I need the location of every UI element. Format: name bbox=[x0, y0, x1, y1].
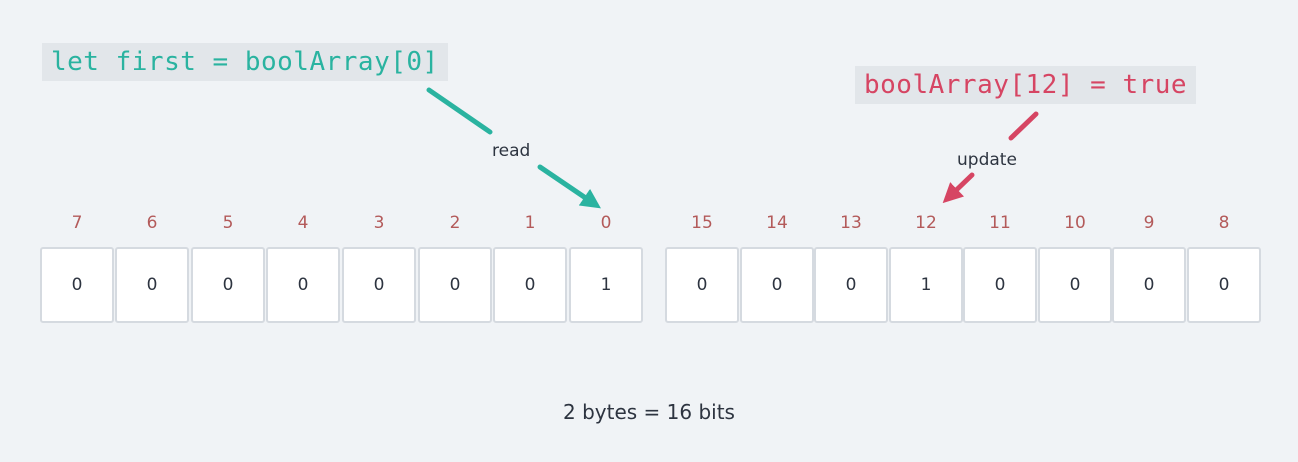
bit-cell: 0 bbox=[493, 247, 567, 323]
bit-cell: 0 bbox=[1038, 247, 1112, 323]
bit-index: 6 bbox=[146, 213, 158, 233]
read-code-snippet: let first = boolArray[0] bbox=[42, 43, 448, 81]
bit-index: 9 bbox=[1143, 213, 1155, 233]
bit-cell: 0 bbox=[814, 247, 888, 323]
bit-index: 1 bbox=[524, 213, 536, 233]
read-arrow-tail bbox=[426, 87, 493, 135]
bit-cell: 0 bbox=[963, 247, 1037, 323]
bit-index: 3 bbox=[373, 213, 385, 233]
bit-index: 0 bbox=[600, 213, 612, 233]
update-arrow-tail bbox=[1008, 111, 1039, 141]
bit-cell: 0 bbox=[418, 247, 492, 323]
bit-index: 12 bbox=[915, 213, 937, 233]
bit-cell: 0 bbox=[665, 247, 739, 323]
bit-index: 13 bbox=[840, 213, 862, 233]
bit-cell: 0 bbox=[1112, 247, 1186, 323]
bit-index: 5 bbox=[222, 213, 234, 233]
bit-cell: 0 bbox=[342, 247, 416, 323]
bit-cell: 1 bbox=[889, 247, 963, 323]
read-label: read bbox=[492, 141, 531, 161]
bit-cell: 0 bbox=[40, 247, 114, 323]
bit-index: 8 bbox=[1218, 213, 1230, 233]
bit-cell: 0 bbox=[115, 247, 189, 323]
bit-cell: 0 bbox=[191, 247, 265, 323]
bit-index: 15 bbox=[691, 213, 713, 233]
bit-index: 11 bbox=[989, 213, 1011, 233]
bit-index: 7 bbox=[71, 213, 83, 233]
bit-cell: 0 bbox=[266, 247, 340, 323]
bit-index: 4 bbox=[297, 213, 309, 233]
bit-cell: 0 bbox=[1187, 247, 1261, 323]
bit-cell: 0 bbox=[740, 247, 814, 323]
bit-index: 2 bbox=[449, 213, 461, 233]
update-code-snippet: boolArray[12] = true bbox=[855, 66, 1197, 104]
read-arrow bbox=[537, 164, 601, 209]
update-arrow bbox=[942, 172, 975, 204]
bit-cell: 1 bbox=[569, 247, 643, 323]
bit-index: 14 bbox=[766, 213, 788, 233]
caption: 2 bytes = 16 bits bbox=[563, 400, 735, 424]
bit-index: 10 bbox=[1064, 213, 1086, 233]
update-label: update bbox=[957, 150, 1017, 170]
